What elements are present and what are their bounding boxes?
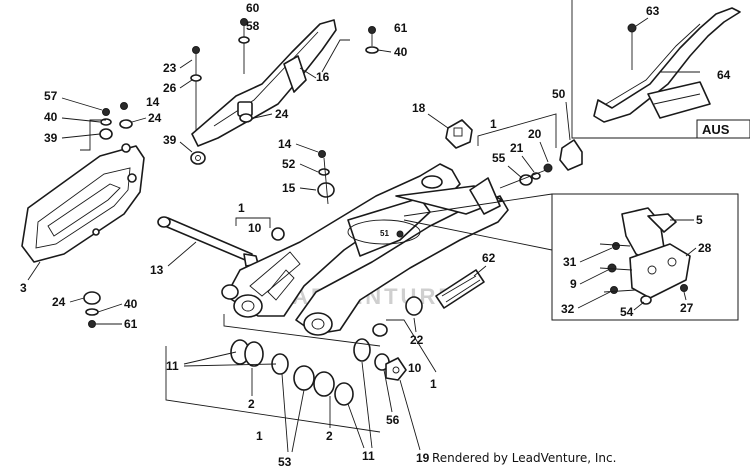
- bolt-14-center-icon: [317, 150, 335, 205]
- nut-24-bottom-icon: [83, 291, 101, 328]
- callout-56: 56: [386, 413, 400, 427]
- callout-15: 15: [282, 181, 296, 195]
- detail-box: [403, 193, 739, 321]
- callout-26: 26: [163, 81, 177, 95]
- swingarm: [221, 163, 509, 336]
- callout-39-mid: 39: [163, 133, 177, 147]
- callout-27: 27: [680, 301, 694, 315]
- bearing-assembly-left: [230, 323, 407, 406]
- callout-24-left: 24: [148, 111, 162, 125]
- upper-chain-guard: [191, 19, 337, 147]
- callout-22: 22: [410, 333, 424, 347]
- bolt-10-top-icon: [271, 227, 285, 241]
- callout-5: 5: [696, 213, 703, 227]
- aus-decal: [647, 81, 711, 119]
- bolt-61-icon: [365, 26, 379, 54]
- callout-21: 21: [510, 141, 524, 155]
- callout-24-bottom: 24: [52, 295, 66, 309]
- chain-guide: [21, 143, 145, 263]
- callout-24-mid: 24: [275, 107, 289, 121]
- callout-39-left: 39: [44, 131, 58, 145]
- callout-10-bottom: 10: [408, 361, 422, 375]
- callout-51: 51: [380, 229, 389, 238]
- callout-57: 57: [44, 89, 58, 103]
- block-18: [445, 119, 473, 149]
- aus-inset: AUS: [571, 0, 750, 139]
- callout-53: 53: [278, 455, 292, 468]
- callout-64: 64: [717, 68, 731, 82]
- callout-2-right: 2: [326, 429, 333, 443]
- callout-10-top: 10: [248, 221, 262, 235]
- callout-1-right: 1: [430, 377, 437, 391]
- callout-23: 23: [163, 61, 177, 75]
- washer-58-icon: [238, 36, 250, 44]
- callout-54: 54: [620, 305, 634, 319]
- nut-24-icon: [239, 113, 253, 123]
- callout-1-left: 1: [238, 201, 245, 215]
- callout-11-left: 11: [166, 359, 179, 373]
- callout-40-left: 40: [44, 110, 58, 124]
- callout-20: 20: [528, 127, 542, 141]
- callout-2-left: 2: [248, 397, 255, 411]
- bolt-23-icon: [192, 46, 200, 130]
- callout-28: 28: [698, 241, 712, 255]
- bolt-60-icon: [240, 18, 248, 74]
- callout-18: 18: [412, 101, 426, 115]
- nut-39-icon: [190, 151, 206, 165]
- bolt-14-left-icon: [119, 102, 133, 129]
- bolt-57-icon: [99, 108, 113, 140]
- bolt-20-icon: [499, 163, 553, 189]
- callout-40-bottom: 40: [124, 297, 138, 311]
- callout-14-center: 14: [278, 137, 292, 151]
- callout-61-top: 61: [394, 21, 408, 35]
- callout-31: 31: [563, 255, 577, 269]
- callout-61-bottom: 61: [124, 317, 138, 331]
- callout-9: 9: [570, 277, 577, 291]
- block-50: [559, 139, 583, 171]
- callout-63: 63: [646, 4, 660, 18]
- callout-60: 60: [246, 1, 260, 15]
- washer-26-icon: [190, 74, 202, 82]
- callout-1-top: 1: [490, 117, 497, 131]
- callout-55: 55: [492, 151, 506, 165]
- callout-11-right: 11: [362, 449, 375, 463]
- callout-62: 62: [482, 251, 496, 265]
- callout-16: 16: [316, 70, 330, 84]
- aus-bolt-icon: [627, 23, 637, 70]
- callout-14-left: 14: [146, 95, 160, 109]
- pivot-shaft: [157, 216, 259, 267]
- callout-19: 19: [416, 451, 430, 465]
- chain-slider-62: [435, 269, 485, 309]
- callout-40-top: 40: [394, 45, 408, 59]
- callout-13: 13: [150, 263, 164, 277]
- callout-50: 50: [552, 87, 566, 101]
- callout-58: 58: [246, 19, 260, 33]
- callout-52: 52: [282, 157, 296, 171]
- plug-22-icon: [405, 296, 423, 316]
- callout-3: 3: [20, 281, 27, 295]
- aus-chain-guard: [593, 7, 741, 123]
- credit-text: Rendered by LeadVenture, Inc.: [432, 451, 616, 465]
- callout-32: 32: [561, 302, 575, 316]
- aus-label: AUS: [702, 122, 730, 137]
- callout-1-bottom: 1: [256, 429, 263, 443]
